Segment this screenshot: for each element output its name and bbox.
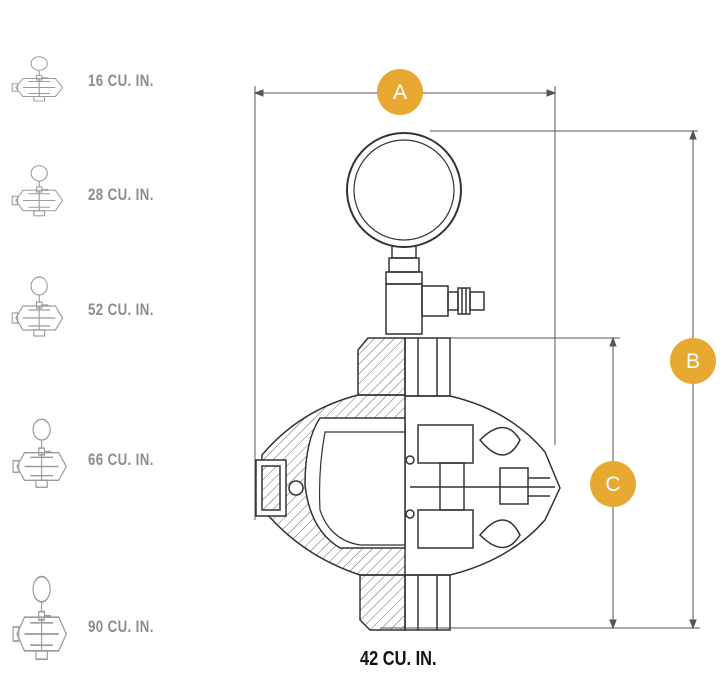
main-size-label: 42 CU. IN.: [360, 648, 437, 670]
size-label-52: 52 CU. IN.: [88, 300, 154, 319]
upper-neck: [357, 337, 451, 397]
size-label-16: 16 CU. IN.: [88, 71, 154, 90]
tee-fitting: [385, 271, 485, 335]
lower-neck: [359, 574, 451, 631]
dimension-c: [380, 336, 700, 630]
badge-b-label: B: [686, 350, 700, 373]
badge-a: A: [377, 69, 423, 115]
accumulator-body-exterior: [405, 395, 561, 576]
pressure-gauge: [346, 132, 462, 273]
accumulator-body-section: [255, 394, 406, 576]
size-label-66: 66 CU. IN.: [88, 450, 154, 469]
dimension-b: [430, 129, 698, 630]
badge-a-label: A: [393, 81, 407, 104]
size-label-28: 28 CU. IN.: [88, 185, 154, 204]
badge-c: C: [590, 461, 636, 507]
badge-c-label: C: [605, 473, 620, 496]
size-label-90: 90 CU. IN.: [88, 617, 154, 636]
badge-b: B: [670, 338, 716, 384]
